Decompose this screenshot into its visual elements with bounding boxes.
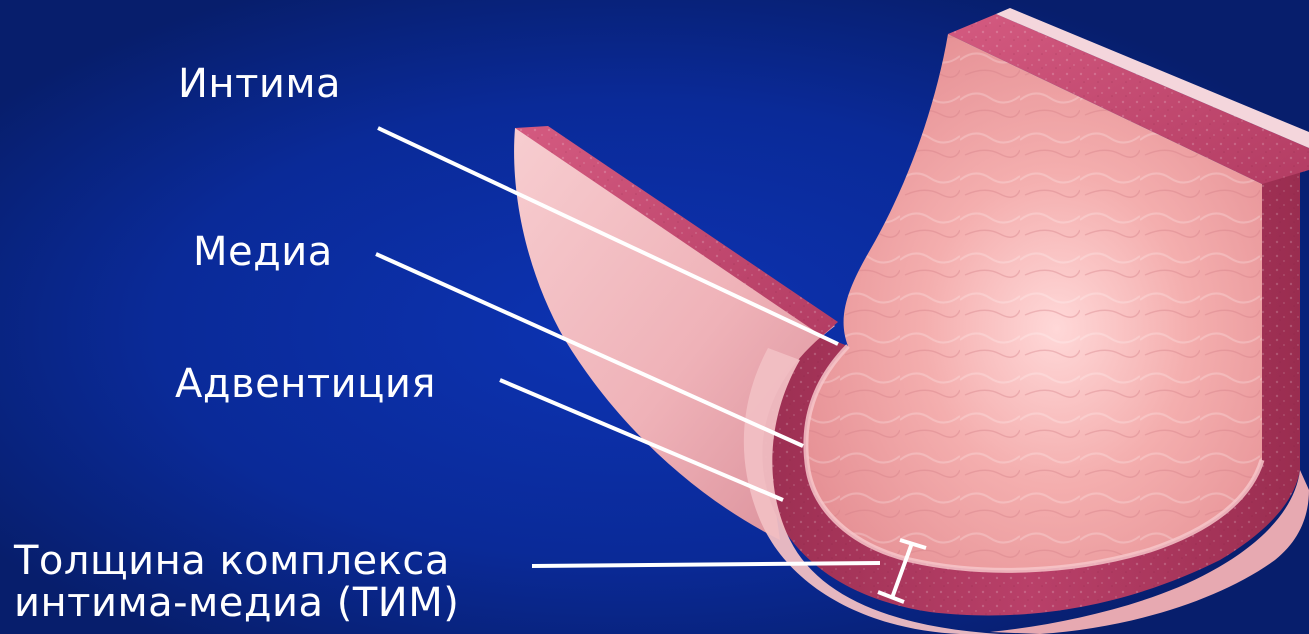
label-tim-line2: интима-медиа (ТИМ) (14, 582, 459, 624)
label-adventitia: Адвентиция (175, 362, 436, 406)
label-intima: Интима (178, 62, 341, 106)
label-tim: Толщина комплекса интима-медиа (ТИМ) (14, 540, 459, 624)
label-tim-line1: Толщина комплекса (14, 540, 459, 582)
label-media: Медиа (193, 230, 333, 274)
